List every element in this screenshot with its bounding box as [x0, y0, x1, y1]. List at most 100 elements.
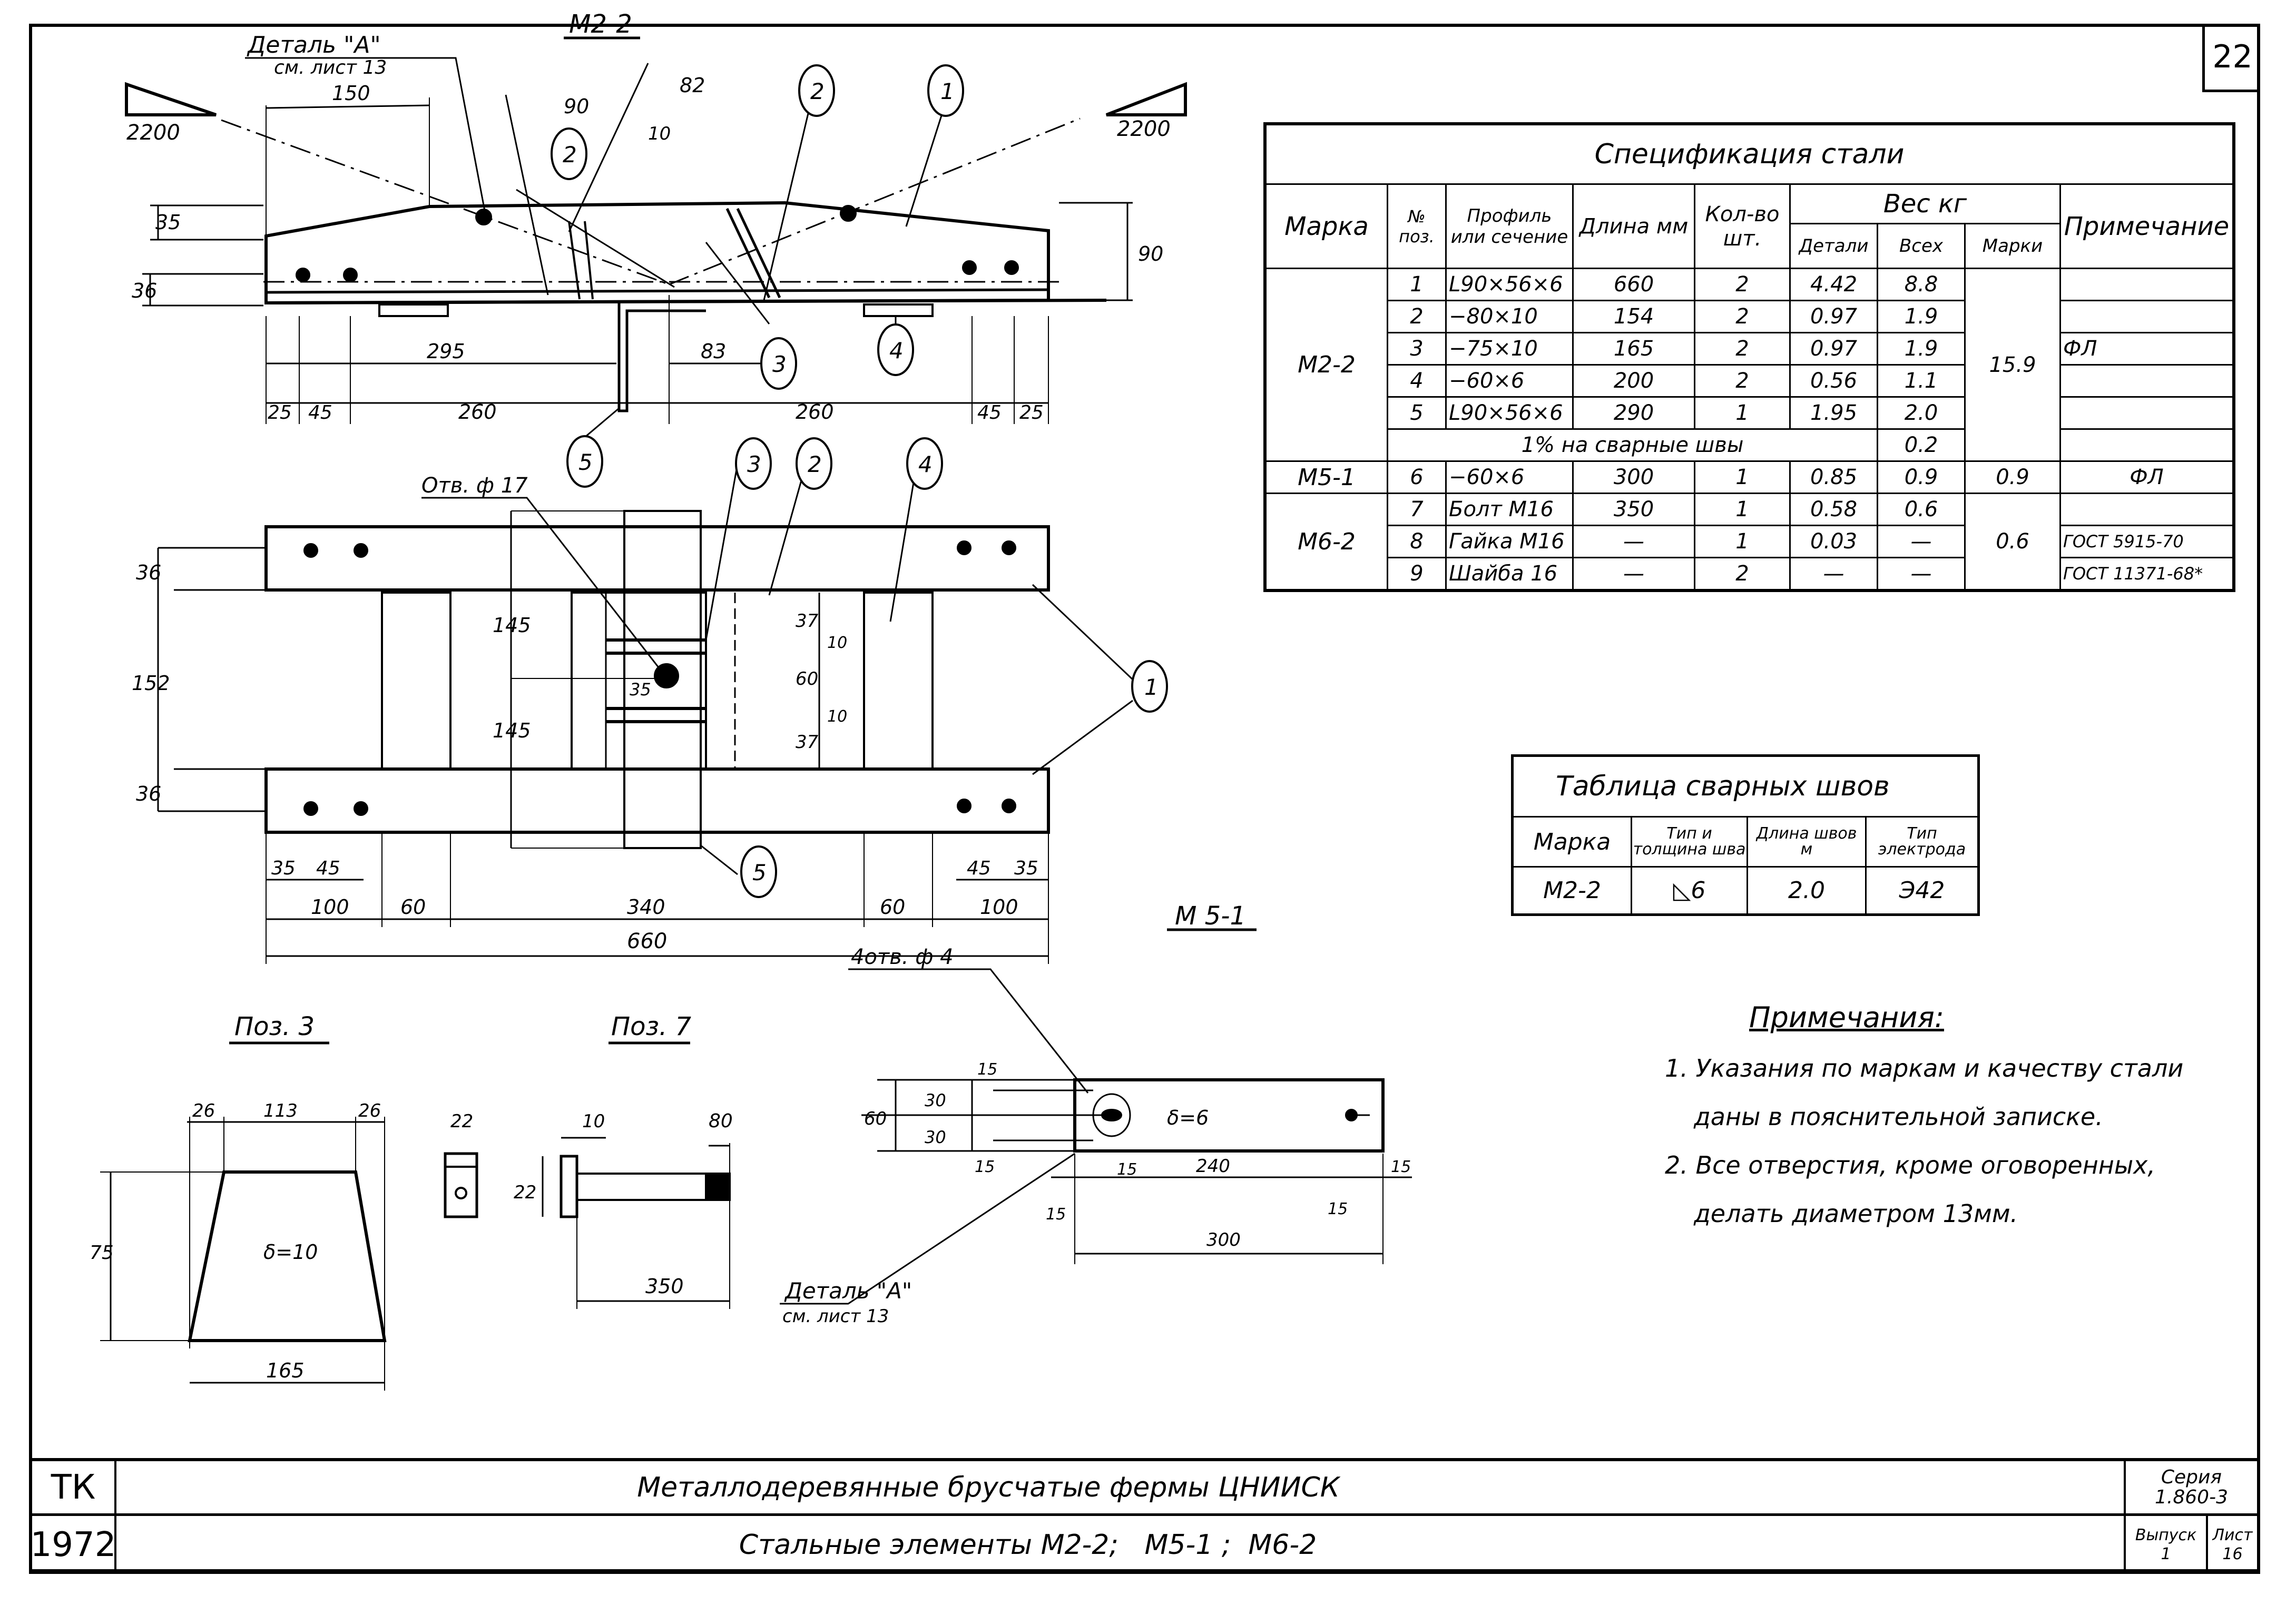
- profile-cell: −60×6: [1445, 364, 1574, 398]
- pos7-label: Поз. 7: [611, 1012, 692, 1041]
- col-note: Примечание: [2059, 183, 2235, 269]
- table-row: М6-2 7 Болт М16 350 1 0.58 0.6 0.6: [1264, 493, 2235, 592]
- length-cell: —: [1572, 557, 1695, 592]
- detail-a-subtitle: см. лист 13: [274, 57, 387, 78]
- dim-60-left: 60: [400, 895, 426, 919]
- pos3-thickness: δ=10: [263, 1240, 318, 1264]
- weld-type-cell: ◺6: [1631, 866, 1748, 915]
- weld-col-marka: Марка: [1512, 816, 1632, 868]
- callout-circle: [798, 64, 835, 117]
- weight-detail-cell: 1.95: [1789, 396, 1878, 430]
- dim-260-left: 260: [458, 400, 497, 424]
- drawing-subtitle: Стальные элементы М2-2; М5-1 ; М6-2: [739, 1529, 1317, 1561]
- dim-100-left: 100: [311, 895, 349, 919]
- pos3-label: Поз. 3: [234, 1012, 315, 1041]
- weld-marka-cell: М2-2: [1512, 866, 1632, 915]
- callout-label: 2: [810, 78, 825, 104]
- col-qty: Кол-во шт.: [1694, 183, 1791, 269]
- qty-cell: 1: [1694, 525, 1791, 558]
- dim-145-top: 145: [493, 614, 531, 637]
- weld-electrode-cell: Э42: [1865, 866, 1979, 915]
- weld-table: Таблица сварных швов Марка Тип и толщина…: [1511, 754, 1980, 916]
- m51-dim-15c: 15: [1046, 1205, 1066, 1224]
- series-value: 1.860-3: [2155, 1486, 2228, 1508]
- dim-75: 75: [90, 1242, 114, 1264]
- callout-circle: [551, 127, 587, 180]
- dim-37-bottom: 37: [796, 732, 819, 753]
- weld-allowance-row: 1% на сварные швы 0.2: [1265, 428, 2235, 462]
- dim-10-bottom: 10: [827, 707, 847, 726]
- hole-label: Отв. ф 17: [421, 474, 528, 498]
- dim-25-right: 25: [1019, 402, 1044, 424]
- callout-label: 1: [940, 78, 955, 104]
- note-number: 2.: [1665, 1151, 1688, 1179]
- dim-10-head: 10: [582, 1111, 605, 1132]
- dim-60: 60: [796, 668, 818, 690]
- qty-cell: 1: [1694, 460, 1791, 494]
- note-text: делать диаметром 13мм.: [1694, 1199, 2018, 1228]
- dim-80-thread: 80: [709, 1110, 733, 1132]
- steel-spec-table: Спецификация стали Марка № поз. Профиль …: [1263, 122, 2235, 592]
- spec-table-title: Спецификация стали: [1264, 123, 2235, 185]
- weld-allowance-weight: 0.2: [1877, 428, 1966, 462]
- table-row: 9 Шайба 16 — 2 — — ГОСТ 11371-68*: [1265, 557, 2235, 592]
- weight-detail-cell: 0.03: [1789, 525, 1878, 558]
- col-length: Длина мм: [1572, 183, 1695, 269]
- weight-detail-cell: 0.58: [1789, 493, 1878, 526]
- dim-100-right: 100: [980, 895, 1018, 919]
- drawing-title: Металлодеревянные брусчатые фермы ЦНИИСК: [116, 1461, 2124, 1516]
- dim-35-bl: 35: [271, 858, 296, 879]
- weight-all-cell: 0.6: [1877, 493, 1966, 526]
- issue-cell: Выпуск 1: [2124, 1516, 2208, 1574]
- length-cell: 200: [1572, 364, 1695, 398]
- weight-all-cell: 1.9: [1877, 300, 1966, 333]
- note-cell: [2059, 268, 2235, 301]
- callout-label: 3: [747, 451, 761, 477]
- col-weight-detail: Детали: [1789, 223, 1878, 269]
- length-cell: 290: [1572, 396, 1695, 430]
- m51-view-label: М 5-1: [1175, 901, 1246, 931]
- dim-45-right: 45: [977, 402, 1002, 424]
- weld-allowance-label: 1% на сварные швы: [1387, 428, 1878, 462]
- dim-36: 36: [132, 279, 157, 302]
- sheet-value: 16: [2222, 1545, 2243, 1563]
- qty-cell: 2: [1694, 332, 1791, 366]
- dim-26-right: 26: [358, 1100, 381, 1121]
- qty-cell: 1: [1694, 493, 1791, 526]
- m22-view-label: М2-2: [569, 9, 632, 39]
- dim-25-left: 25: [268, 402, 292, 424]
- profile-cell: Болт М16: [1445, 493, 1574, 526]
- weight-mark-cell: 15.9: [1964, 268, 2061, 462]
- callout-label: 5: [752, 860, 767, 885]
- m51-dim-15a: 15: [977, 1060, 997, 1079]
- issue-value: 1: [2161, 1545, 2171, 1563]
- callout-circle: [906, 437, 943, 490]
- callouts: [551, 64, 1168, 898]
- col-profile: Профиль или сечение: [1445, 183, 1574, 269]
- callout-label: 4: [889, 338, 904, 363]
- dim-152: 152: [132, 672, 170, 695]
- note-item: 2. Все отверстия, кроме оговоренных,: [1665, 1151, 2244, 1179]
- weld-table-title: Таблица сварных швов: [1512, 755, 1979, 818]
- series-cell: Серия 1.860-3: [2124, 1461, 2257, 1516]
- slope-right-run: 2200: [1117, 117, 1171, 141]
- m51-dim-15f: 15: [1391, 1158, 1411, 1176]
- note-text: Все отверстия, кроме оговоренных,: [1695, 1151, 2156, 1179]
- dim-145-bottom: 145: [493, 719, 531, 742]
- note-cell: [2059, 300, 2235, 333]
- m51-detail-subtitle: см. лист 13: [782, 1306, 889, 1327]
- table-row: 5 L90×56×6 290 1 1.95 2.0: [1265, 396, 2235, 430]
- dim-60-right: 60: [880, 895, 905, 919]
- dim-22-side: 22: [514, 1182, 536, 1203]
- dim-350: 350: [645, 1275, 684, 1298]
- m51-dim-300: 300: [1206, 1229, 1241, 1250]
- m51-thickness: δ=6: [1167, 1106, 1209, 1129]
- dim-35-br: 35: [1014, 858, 1038, 879]
- m51-part: [780, 928, 1412, 1305]
- note-cell: ГОСТ 11371-68*: [2059, 557, 2235, 592]
- dim-90-right: 90: [1138, 242, 1163, 265]
- m51-dim-60: 60: [864, 1108, 887, 1129]
- table-row: 8 Гайка М16 — 1 0.03 — ГОСТ 5915-70: [1265, 525, 2235, 558]
- dim-26-left: 26: [192, 1100, 215, 1121]
- dim-83: 83: [701, 340, 726, 363]
